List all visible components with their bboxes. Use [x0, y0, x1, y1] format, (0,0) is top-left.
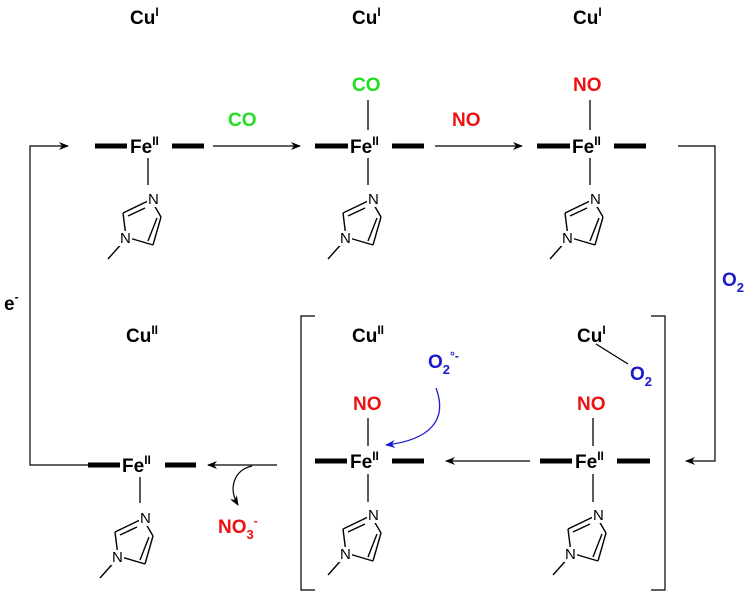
no-ligand-label-intermediate: NO [353, 394, 382, 415]
imidazole-bond [347, 523, 366, 533]
nitrogen-atom-label: N [112, 549, 123, 566]
nitrogen-atom-label: N [120, 230, 131, 247]
arrow-electron-connector [29, 142, 88, 466]
nitrogen-atom-label: N [593, 507, 604, 524]
atom-mask [139, 511, 152, 526]
imidazole-bond [127, 207, 146, 217]
imidazole-bond [147, 217, 158, 242]
nitrate-label: NO3- [218, 514, 258, 542]
heme-1: FeII [95, 134, 204, 185]
atom-mask [339, 231, 352, 246]
cu-label-top-2: CuI [352, 5, 381, 29]
nitrogen-atom-label: N [140, 510, 151, 527]
imidazole-bond [139, 536, 150, 561]
imidazole-ring-icon: NN [107, 191, 162, 260]
fe-label-3: FeII [572, 134, 601, 158]
imidazole-bond [372, 532, 382, 562]
imidazole-bond [122, 200, 149, 214]
imidazole-bond [572, 523, 591, 533]
imidazole-bond [367, 217, 378, 242]
cu-o2-bond [595, 343, 629, 365]
imidazole-bond [144, 535, 154, 565]
fe-label-6: FeII [575, 449, 604, 473]
left-bracket [300, 315, 315, 591]
co-reagent-label: CO [228, 110, 257, 131]
nitrogen-atom-label: N [590, 191, 601, 208]
no-ligand-label-bottom: NO [577, 394, 606, 415]
atom-mask [367, 508, 380, 523]
right-bracket [651, 315, 666, 591]
electron-label: e- [4, 290, 19, 315]
fe-label-4: FeII [122, 453, 151, 477]
atom-mask [592, 508, 605, 523]
imidazole-bond [342, 200, 369, 214]
heme-4: FeII [88, 453, 196, 503]
atom-mask [564, 547, 577, 562]
cu-label-top-3: CuI [573, 5, 602, 29]
imidazole-bond [372, 216, 382, 246]
arrow-o2-connector [678, 145, 716, 465]
imidazole-bond [569, 207, 588, 217]
imidazole-bond [152, 216, 162, 246]
imidazole-ring-icon: NN [549, 191, 604, 260]
cu-label-bottom-3: CuI [577, 323, 606, 347]
fe-label-1: FeII [130, 134, 159, 158]
atom-mask [147, 192, 160, 207]
imidazole-bond [564, 200, 591, 214]
o2-reagent-label: O2 [722, 270, 744, 295]
atom-mask [589, 192, 602, 207]
atom-mask [367, 192, 380, 207]
atom-mask [111, 550, 124, 565]
imidazole-bond [347, 207, 366, 217]
imidazole-bond [119, 526, 138, 536]
cu-label-top-1: CuI [130, 5, 159, 29]
no-reagent-label: NO [452, 110, 481, 131]
fe-label-5: FeII [350, 449, 379, 473]
imidazole-ring-icon: NN [552, 507, 607, 576]
superoxide-label: O2°- [428, 349, 459, 377]
nitrogen-atom-label: N [340, 230, 351, 247]
imidazole-bond [589, 217, 600, 242]
imidazole-bond [567, 516, 594, 530]
imidazole-bond [342, 516, 369, 530]
bound-o2-label: O2 [630, 364, 652, 389]
nitrate-curved-arrow [229, 465, 253, 506]
imidazole-ring-icon: NN [327, 191, 382, 260]
imidazole-bond [114, 519, 141, 533]
nitrogen-atom-label: N [340, 546, 351, 563]
imidazole-bond [592, 533, 603, 558]
no-ligand-label-top: NO [573, 75, 602, 96]
heme-5: FeII NO [315, 394, 424, 502]
atom-mask [119, 231, 132, 246]
nitrogen-atom-label: N [368, 191, 379, 208]
imidazole-ring-icon: NN [327, 507, 382, 576]
nitrogen-atom-label: N [565, 546, 576, 563]
heme-2: FeII CO [315, 75, 424, 185]
nitrogen-atom-label: N [562, 230, 573, 247]
imidazole-bond [367, 533, 378, 558]
fe-label-2: FeII [350, 134, 379, 158]
imidazole-bond [594, 216, 604, 246]
superoxide-attack-arrow [385, 387, 441, 448]
imidazole-bond [597, 532, 607, 562]
heme-3: FeII NO [537, 75, 646, 185]
cu-label-bottom-1: CuII [126, 323, 158, 347]
atom-mask [339, 547, 352, 562]
atom-mask [561, 231, 574, 246]
nitrogen-atom-label: N [368, 507, 379, 524]
imidazole-ring-icon: NN [99, 510, 154, 579]
heme-6: FeII NO [540, 394, 650, 502]
co-ligand-label: CO [352, 75, 381, 96]
nitrogen-atom-label: N [148, 191, 159, 208]
cu-label-bottom-2: CuII [352, 323, 384, 347]
